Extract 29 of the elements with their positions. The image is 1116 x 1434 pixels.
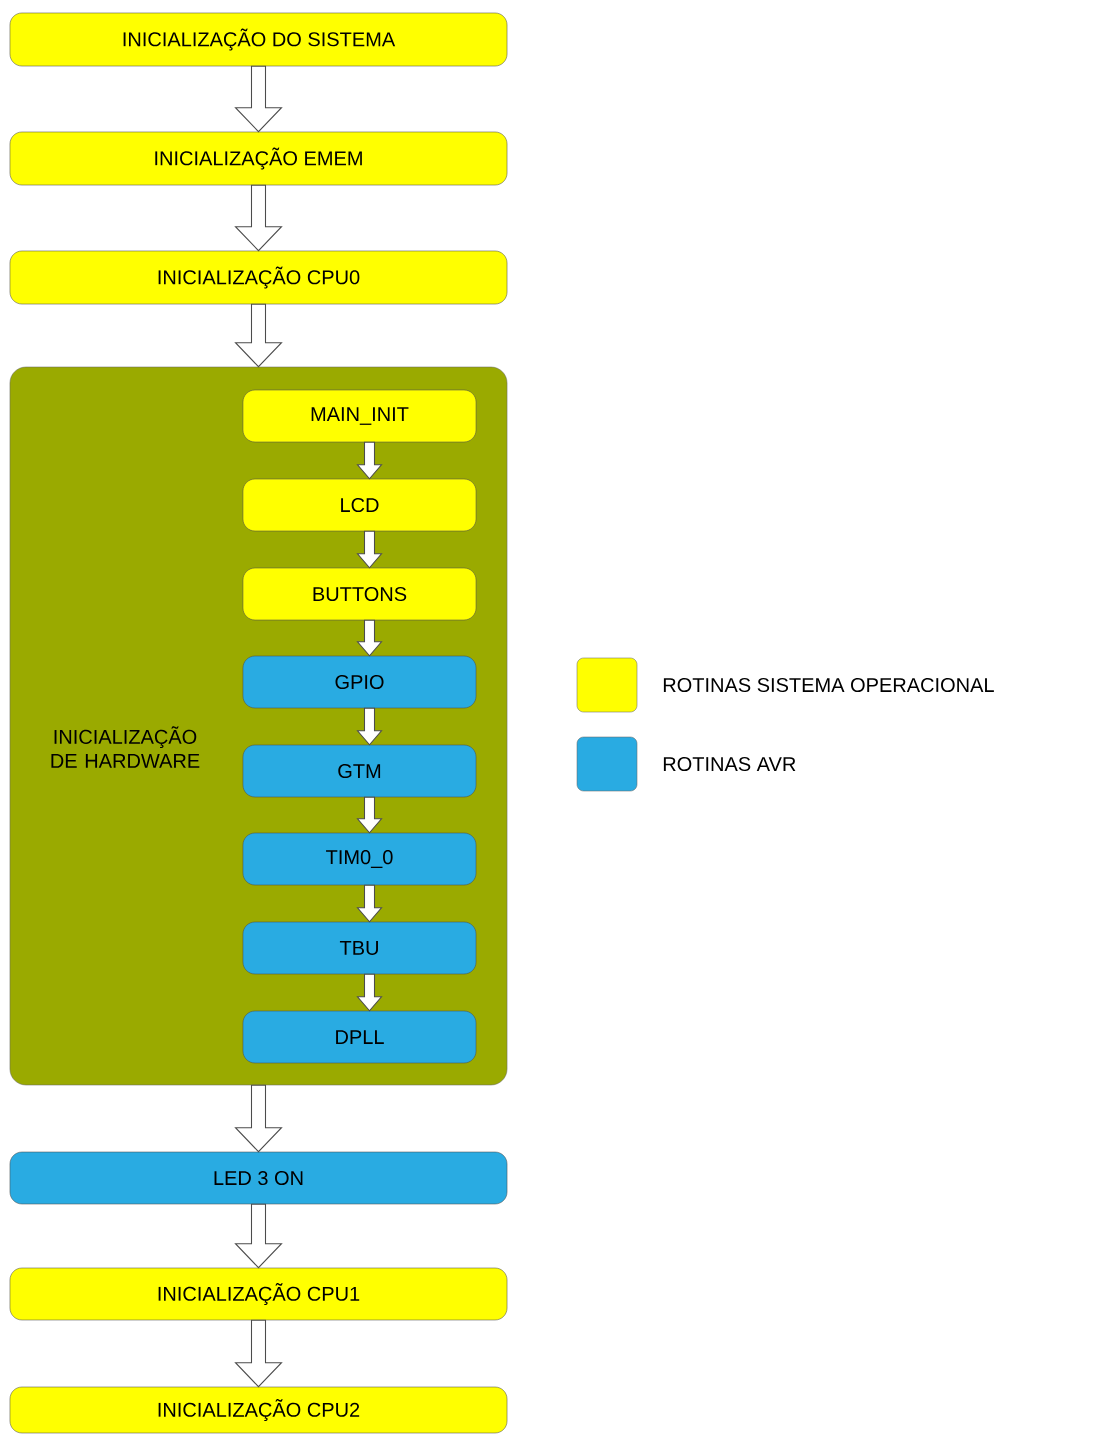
block-arrow (234, 303, 283, 368)
process-box: LED 3 ON (9, 1151, 508, 1205)
block-arrow (356, 796, 383, 834)
process-box: INICIALIZAÇÃO EMEM (9, 131, 508, 186)
block-arrow (356, 707, 383, 746)
process-box: INICIALIZAÇÃO CPU0 (9, 250, 508, 305)
process-box: TIM0_0 (242, 832, 477, 886)
process-box: GTM (242, 744, 477, 798)
process-box: LCD (242, 478, 477, 532)
block-arrow (356, 619, 383, 657)
process-box: MAIN_INIT (242, 389, 477, 443)
process-box: INICIALIZAÇÃO CPU1 (9, 1267, 508, 1321)
process-box: TBU (242, 921, 477, 975)
process-box: GPIO (242, 655, 477, 709)
process-box: DPLL (242, 1010, 477, 1064)
legend-label: ROTINAS SISTEMA OPERACIONAL (663, 677, 994, 693)
legend-label: ROTINAS AVR (663, 756, 796, 772)
block-arrow (234, 1203, 283, 1269)
process-box: INICIALIZAÇÃO CPU2 (9, 1386, 508, 1434)
block-arrow (234, 184, 283, 252)
block-arrow (234, 1084, 283, 1153)
block-arrow (234, 65, 283, 133)
process-box: INICIALIZAÇÃO DO SISTEMA (9, 12, 508, 67)
block-arrow (356, 884, 383, 923)
block-arrow (356, 441, 383, 480)
block-arrow (234, 1319, 283, 1388)
block-arrow (356, 973, 383, 1012)
block-arrow (356, 530, 383, 569)
process-box: BUTTONS (242, 567, 477, 621)
